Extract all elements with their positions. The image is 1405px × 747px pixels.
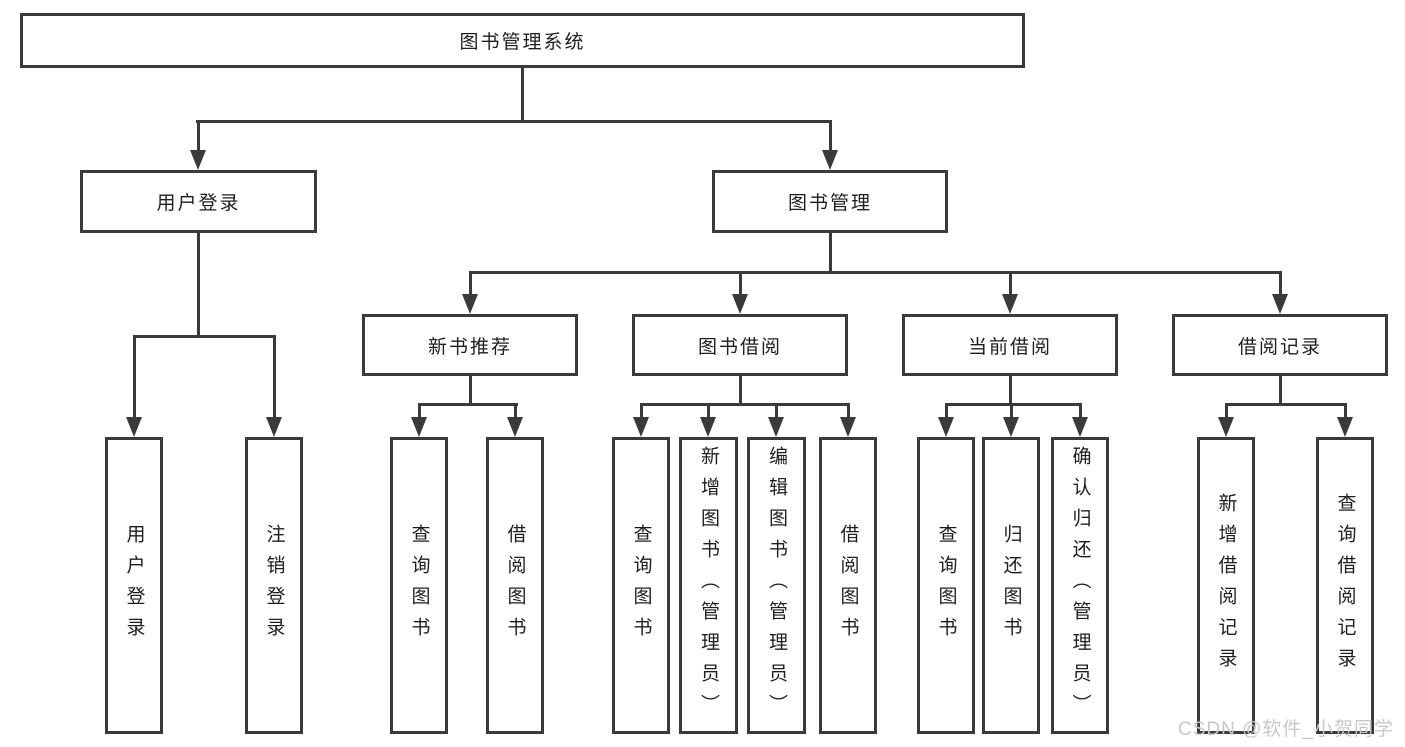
connector-book-borrow-stem [739,376,742,403]
leaf-query-book-2-label: 查询图书 [630,523,652,648]
node-book-mgmt: 图书管理 [712,170,948,233]
node-book-borrow: 图书借阅 [632,314,848,376]
leaf-borrow-book-2: 借阅图书 [819,437,877,734]
leaf-query-record: 查询借阅记录 [1316,437,1374,734]
arrow-down-icon [1003,417,1019,437]
connector-book-mgmt-bar [469,271,1282,274]
connector-new-book-rec-stem [469,376,472,403]
node-new-book-rec-label: 新书推荐 [427,336,512,358]
connector-borrow-records-stem [1279,376,1282,403]
connector-root-bar [196,120,832,123]
arrow-down-icon [411,417,427,437]
arrow-down-icon [507,417,523,437]
leaf-add-book-label: 新增图书（管理员） [698,446,719,725]
arrow-down-icon [1002,294,1018,314]
leaf-confirm-return: 确认归还（管理员） [1051,437,1109,734]
connector-drop-current-borrow [1009,271,1012,296]
arrow-down-icon [1072,417,1088,437]
leaf-user-login-label: 用户登录 [123,523,145,648]
leaf-borrow-book-2-label: 借阅图书 [837,523,859,648]
leaf-add-record-label: 新增借阅记录 [1215,492,1237,679]
node-user-login: 用户登录 [80,170,317,233]
node-user-login-label: 用户登录 [156,193,241,214]
connector-current-borrow-bar [945,403,1082,406]
leaf-query-book-2: 查询图书 [612,437,670,734]
leaf-query-book-1: 查询图书 [390,437,448,734]
arrow-down-icon [126,417,142,437]
connector-drop-leaf-user-login [133,335,136,419]
connector-drop [418,403,421,419]
connector-drop [945,403,948,419]
connector-drop-user-login [197,120,200,152]
node-borrow-records-label: 借阅记录 [1237,336,1322,358]
connector-drop [847,403,850,419]
arrow-down-icon [1218,417,1234,437]
connector-drop [775,403,778,419]
node-current-borrow: 当前借阅 [902,314,1118,376]
leaf-logout-label: 注销登录 [263,523,285,648]
arrow-down-icon [822,150,838,170]
connector-drop [1010,403,1013,419]
node-root-label: 图书管理系统 [459,32,586,53]
connector-drop [1225,403,1228,419]
connector-drop-borrow-records [1279,271,1282,296]
arrow-down-icon [462,294,478,314]
connector-drop-new-book-rec [469,271,472,296]
arrow-down-icon [938,417,954,437]
arrow-down-icon [1337,417,1353,437]
leaf-user-login: 用户登录 [105,437,163,734]
connector-drop [1079,403,1082,419]
leaf-query-book-3-label: 查询图书 [935,523,957,648]
connector-root-stem [521,68,524,120]
connector-current-borrow-stem [1009,376,1012,403]
csdn-watermark: CSDN @软件_小贺同学 [1178,719,1394,740]
leaf-edit-book: 编辑图书（管理员） [747,437,806,734]
connector-drop-leaf-logout [273,335,276,419]
connector-book-mgmt-stem [829,233,832,271]
connector-drop [514,403,517,419]
connector-user-login-bar [133,335,276,338]
arrow-down-icon [840,417,856,437]
arrow-down-icon [1272,294,1288,314]
arrow-down-icon [190,150,206,170]
connector-borrow-records-bar [1225,403,1347,406]
node-book-borrow-label: 图书借阅 [697,336,782,358]
node-book-mgmt-label: 图书管理 [787,193,872,214]
leaf-add-book: 新增图书（管理员） [679,437,738,734]
connector-drop [640,403,643,419]
leaf-return-book-label: 归还图书 [1000,523,1022,648]
node-new-book-rec: 新书推荐 [362,314,578,376]
connector-book-borrow-bar [640,403,850,406]
leaf-borrow-book-1: 借阅图书 [486,437,544,734]
connector-drop [1344,403,1347,419]
leaf-add-record: 新增借阅记录 [1197,437,1255,734]
leaf-query-record-label: 查询借阅记录 [1334,492,1356,679]
connector-drop-book-mgmt [829,120,832,152]
arrow-down-icon [633,417,649,437]
connector-user-login-stem [197,233,200,335]
node-current-borrow-label: 当前借阅 [967,336,1052,358]
connector-drop-book-borrow [739,271,742,296]
arrow-down-icon [768,417,784,437]
leaf-return-book: 归还图书 [982,437,1040,734]
leaf-edit-book-label: 编辑图书（管理员） [766,446,787,725]
node-root: 图书管理系统 [20,13,1025,68]
arrow-down-icon [732,294,748,314]
node-borrow-records: 借阅记录 [1172,314,1388,376]
connector-new-book-rec-bar [418,403,518,406]
arrow-down-icon [266,417,282,437]
leaf-query-book-1-label: 查询图书 [408,523,430,648]
leaf-query-book-3: 查询图书 [917,437,975,734]
leaf-confirm-return-label: 确认归还（管理员） [1069,446,1091,725]
leaf-logout: 注销登录 [245,437,303,734]
arrow-down-icon [700,417,716,437]
connector-drop [707,403,710,419]
leaf-borrow-book-1-label: 借阅图书 [504,523,526,648]
